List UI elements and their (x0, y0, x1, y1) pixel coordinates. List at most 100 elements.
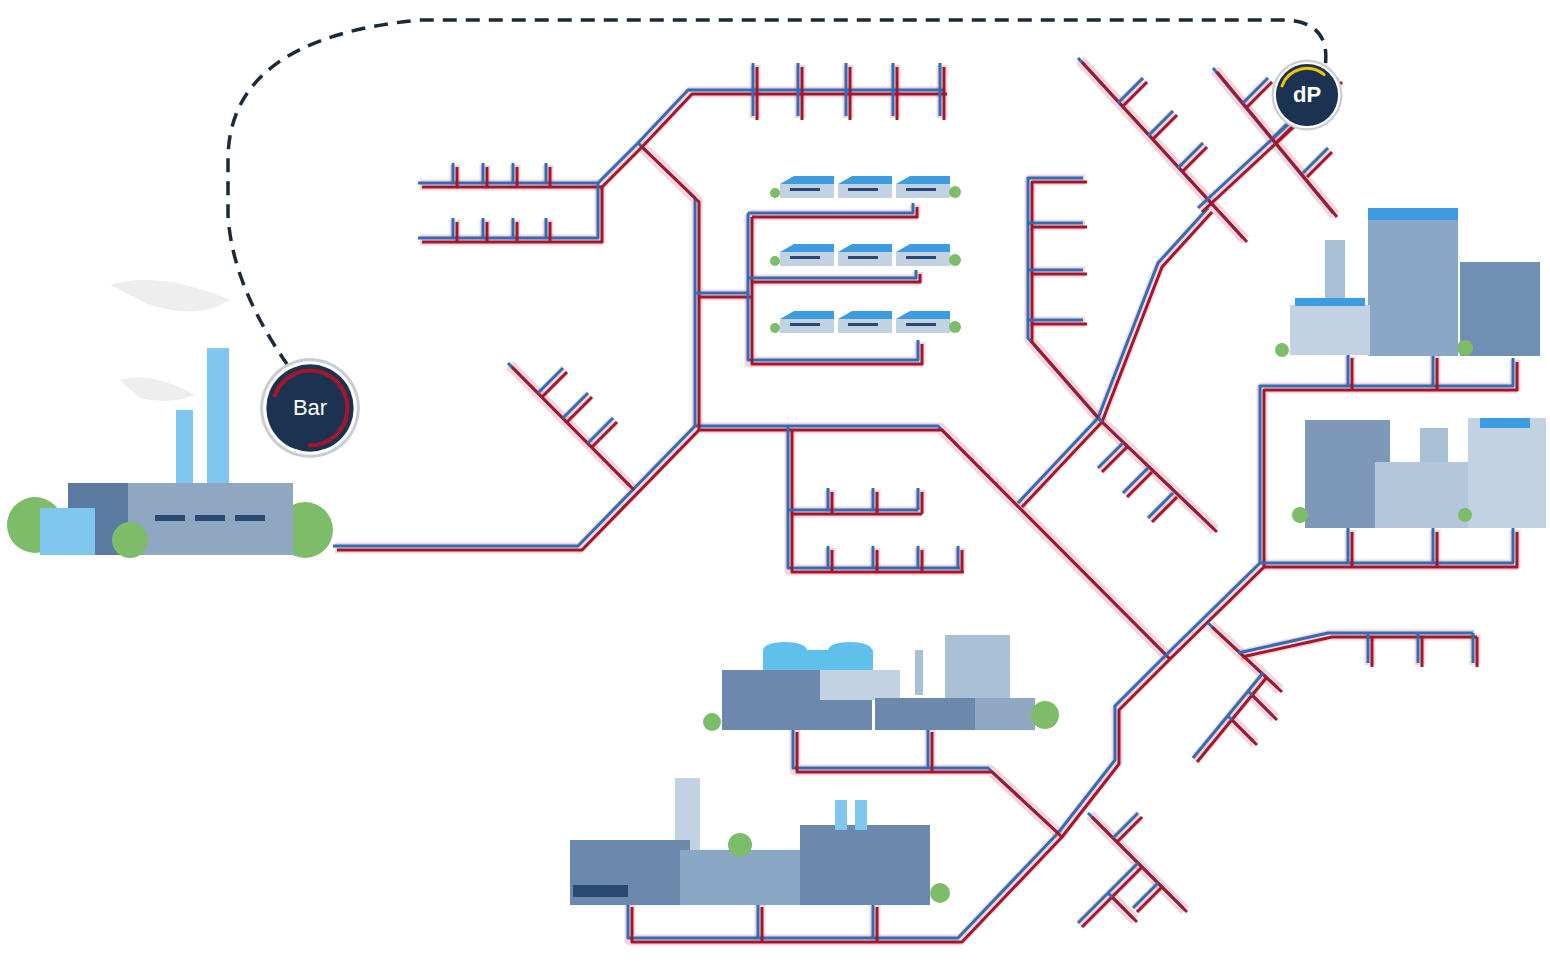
return-pipe (845, 63, 848, 116)
pipe-glow (790, 428, 962, 570)
pipe-glow (540, 370, 565, 395)
supply-pipe (921, 492, 924, 514)
return-pipe (872, 546, 875, 568)
supply-pipe (792, 513, 922, 516)
office-buildings (1275, 208, 1546, 528)
supply-pipe (801, 67, 804, 120)
return-pipe (797, 63, 800, 116)
supply-pipe (752, 217, 922, 364)
supply-pipe (1032, 226, 1087, 229)
pipe-glow (1135, 885, 1160, 910)
return-pipe (482, 163, 485, 183)
return-pipe (827, 488, 830, 510)
return-pipe (1367, 633, 1370, 663)
pipe-glow (1030, 317, 1085, 328)
return-pipe (788, 426, 960, 568)
pipe-glow (697, 290, 750, 301)
supply-pipe (516, 167, 519, 187)
pipe-glow (1415, 635, 1426, 665)
supply-pipe (1102, 422, 1217, 532)
supply-pipe (1032, 182, 1102, 422)
return-pipe (939, 63, 942, 116)
supply-pipe (1247, 82, 1272, 107)
return-pipe (917, 546, 920, 568)
supply-pipe (1264, 532, 1517, 567)
supply-pipe (831, 550, 834, 572)
pipe-glow (1365, 635, 1376, 665)
factories (570, 635, 1059, 905)
pipe-glow (1262, 530, 1515, 565)
return-pipe (892, 63, 895, 116)
supply-pipe (1032, 323, 1087, 326)
pipe-glow (630, 657, 1168, 940)
pipe-glow (925, 730, 936, 770)
supply-pipe (876, 907, 879, 942)
supply-pipe (567, 397, 592, 422)
return-pipe (793, 728, 1058, 833)
supply-pipe (1122, 82, 1147, 107)
pipe-glow (1430, 530, 1441, 565)
supply-pipe (1307, 152, 1332, 177)
supply-pipe (422, 187, 602, 242)
pipe-glow (1080, 865, 1140, 925)
return-pipe (827, 546, 830, 568)
gauge-label: dP (1293, 82, 1321, 108)
supply-pipe (699, 296, 752, 299)
gauge-circle: Bar (258, 356, 362, 460)
pipe-glow (1030, 267, 1085, 278)
supply-pipe (512, 367, 634, 490)
return-pipe (788, 509, 918, 512)
return-pipe (757, 903, 760, 938)
return-pipe (1347, 354, 1350, 386)
supply-pipe (896, 67, 899, 120)
supply-pipe (1436, 358, 1439, 390)
houses (770, 176, 961, 333)
return-pipe (1028, 222, 1083, 225)
supply-pipe (1170, 362, 1517, 659)
return-pipe (1260, 528, 1513, 563)
supply-pipe (1117, 817, 1142, 842)
gauge-label: Bar (293, 395, 327, 421)
return-pipe (1472, 633, 1475, 663)
pipe-glow (420, 145, 640, 185)
supply-pipe (1476, 637, 1479, 667)
supply-pipe (486, 167, 489, 187)
supply-pipe (1082, 867, 1142, 927)
return-pipe (957, 546, 960, 568)
supply-pipe (1182, 147, 1207, 172)
pipe-glow (1100, 445, 1125, 470)
pipe-glow (1030, 220, 1085, 231)
pipe-glow (1470, 635, 1481, 665)
pipe-glow (1030, 180, 1100, 420)
supply-pipe (876, 492, 879, 514)
return-pipe (628, 655, 1166, 938)
return-pipe (872, 903, 875, 938)
pipe-glow (420, 185, 600, 240)
supply-pipe (337, 430, 1170, 659)
supply-pipe (1152, 115, 1177, 140)
supply-pipe (486, 222, 489, 242)
return-pipe (333, 426, 1166, 655)
supply-pipe (456, 222, 459, 242)
supply-pipe (1202, 82, 1342, 212)
supply-pipe (943, 67, 946, 120)
supply-pipe (632, 659, 1170, 942)
return-pipe (1417, 633, 1420, 663)
supply-pipe (456, 167, 459, 187)
return-pipe (1028, 178, 1098, 418)
signal-line (228, 20, 1326, 364)
return-pipe (1028, 269, 1083, 272)
pipe-glow (1150, 113, 1175, 138)
return-pipe (748, 213, 918, 360)
supply-pipe (761, 907, 764, 942)
supply-pipe (1351, 532, 1354, 567)
supply-pipe (1436, 532, 1439, 567)
supply-pipe (849, 67, 852, 120)
return-pipe (1347, 528, 1350, 563)
gauge-circle: dP (1270, 58, 1344, 132)
supply-pipe (752, 207, 917, 217)
supply-pipe (961, 550, 964, 572)
supply-pipe (542, 372, 567, 397)
pipe-glow (1345, 530, 1356, 565)
